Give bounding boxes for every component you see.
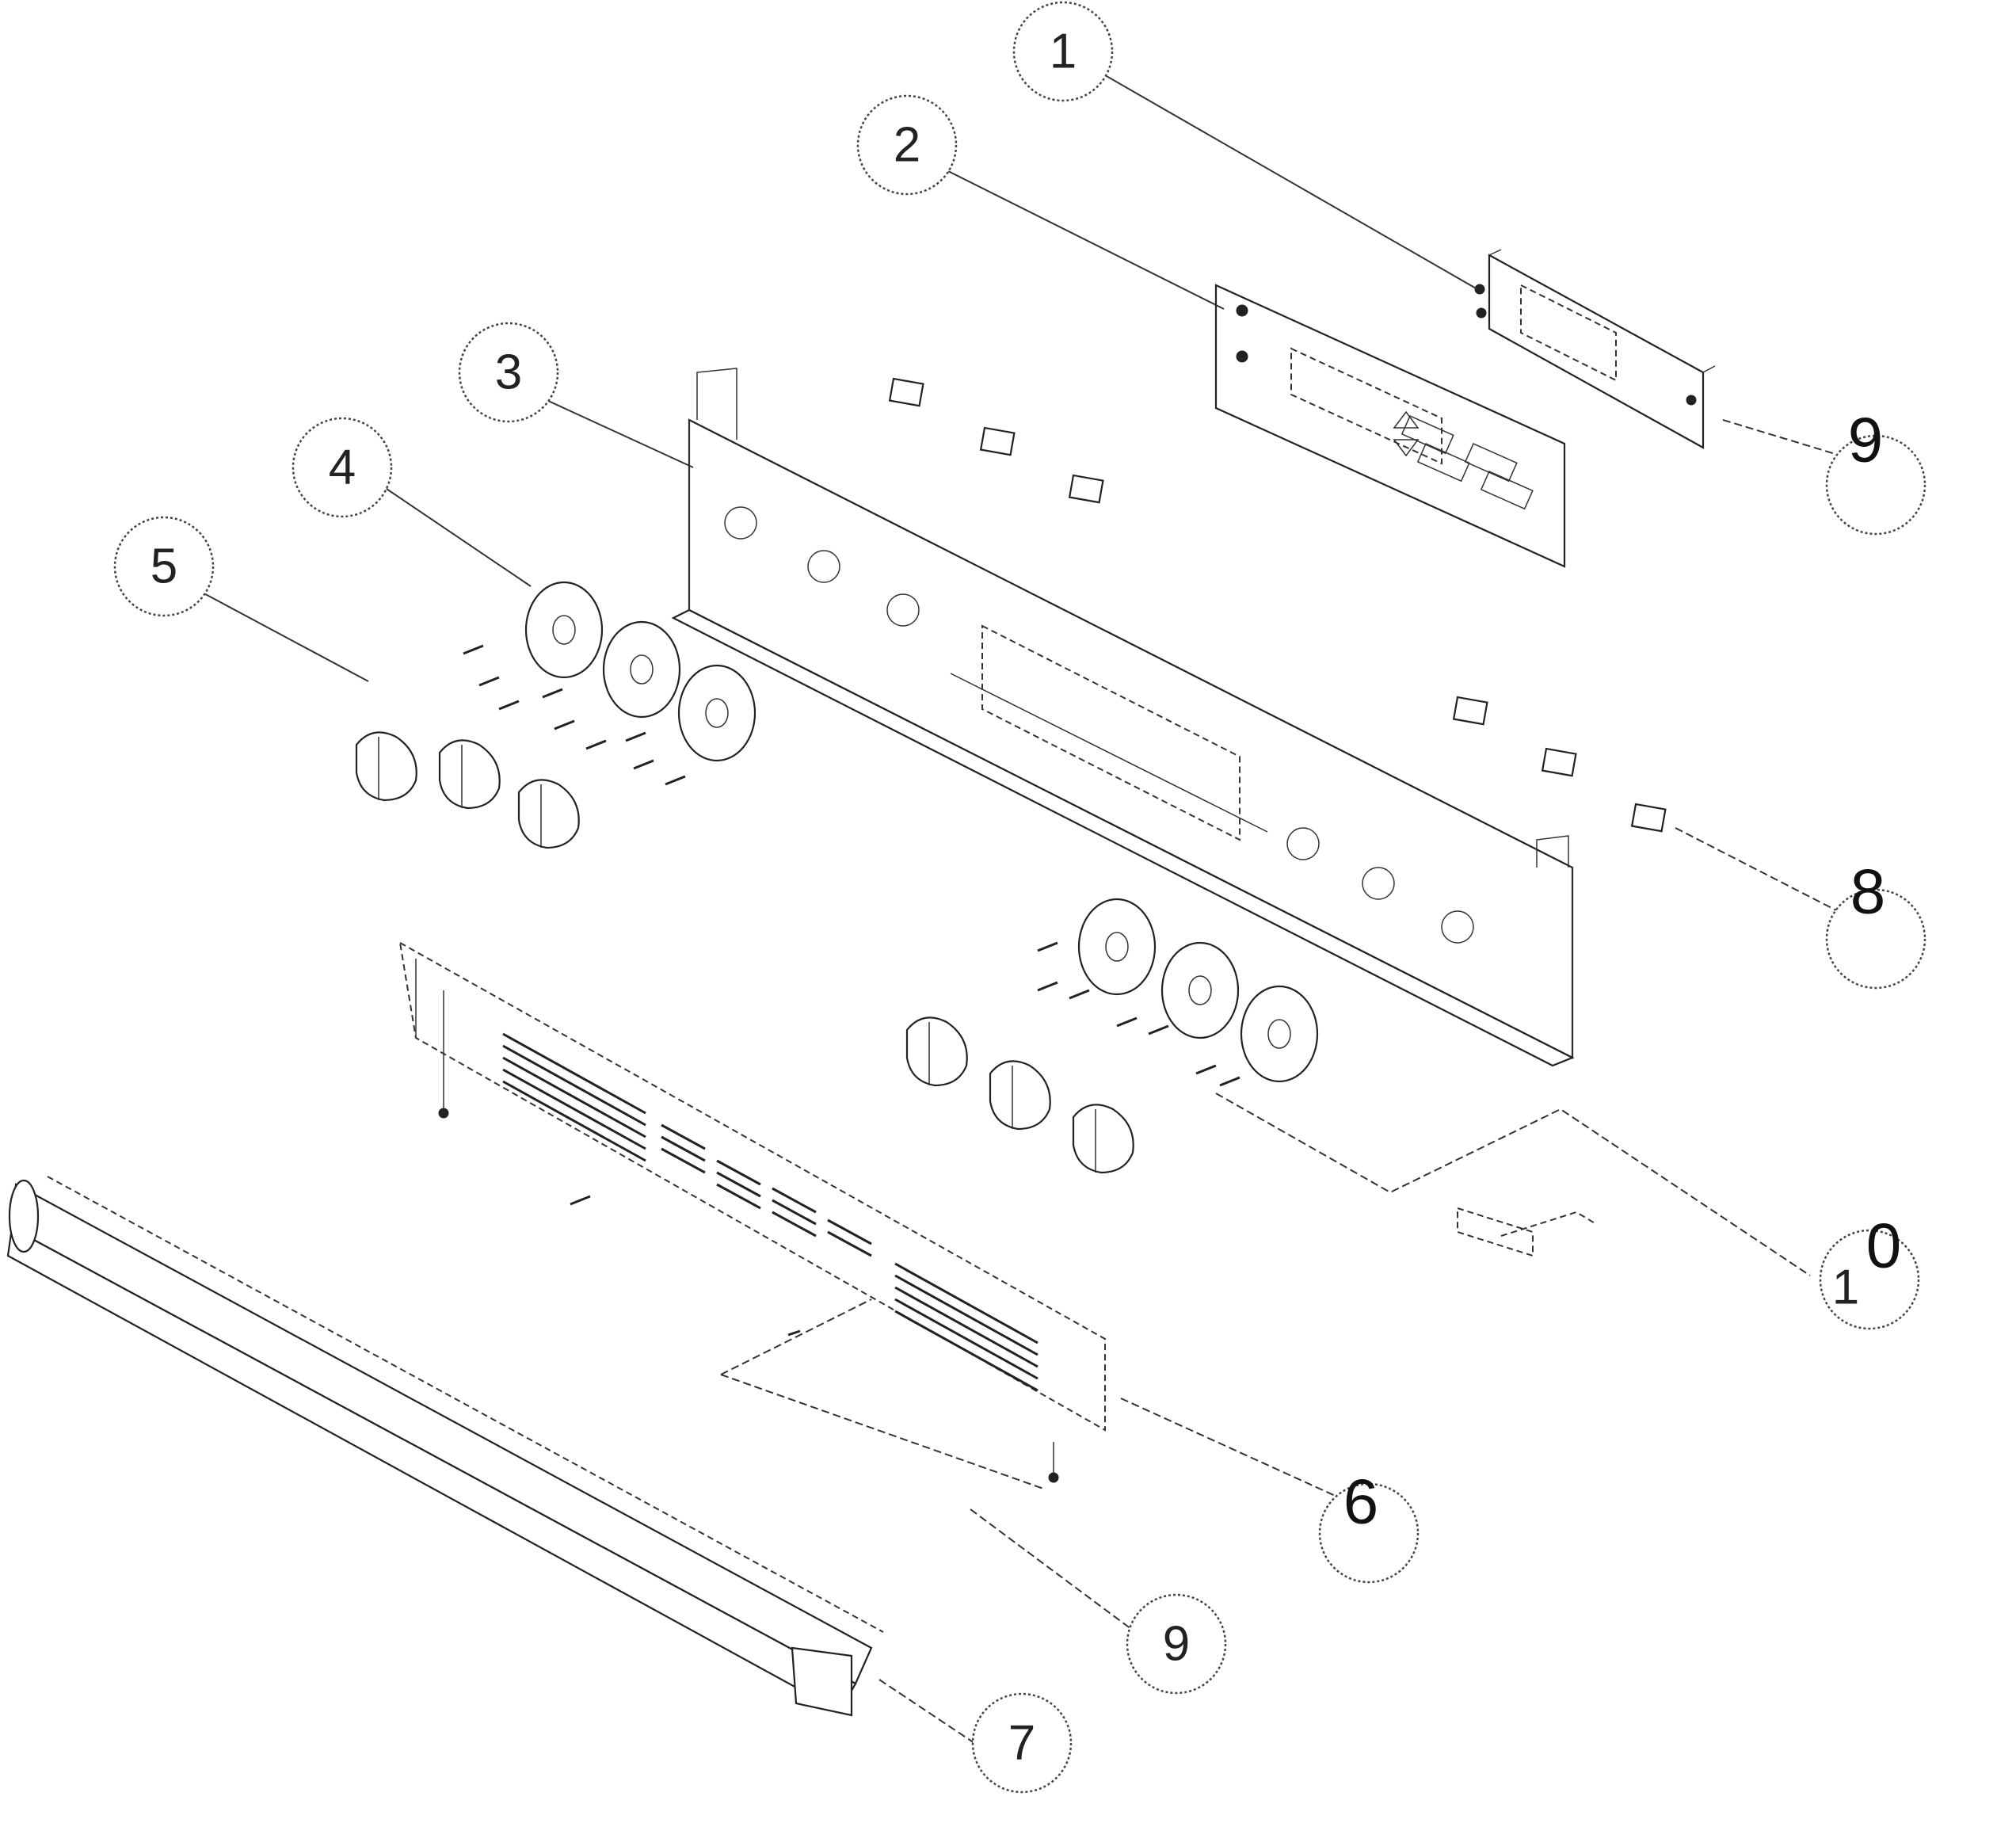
- control-panel-overlay-part: [1214, 284, 1566, 568]
- bezel-screws-left: [463, 644, 686, 786]
- callout-1: 1: [1012, 1, 1114, 102]
- svg-text:6: 6: [1343, 1466, 1379, 1537]
- leader-lines: [197, 74, 1854, 1744]
- bracket-part: [1457, 1207, 1597, 1257]
- knob-group-right: [905, 1016, 1134, 1174]
- knob-bezel-group-left: [524, 581, 756, 762]
- callout-9-upper: 9: [1825, 405, 1926, 536]
- callout-8: 8: [1825, 856, 1926, 990]
- callout-9-lower: 9: [1126, 1593, 1227, 1695]
- svg-text:9: 9: [1848, 405, 1884, 475]
- svg-text:1: 1: [1832, 1260, 1859, 1315]
- main-control-panel-part: [671, 368, 1575, 1067]
- switch-set-lower: [1452, 696, 1667, 833]
- svg-text:7: 7: [1008, 1716, 1035, 1771]
- vent-mounting-screws: [720, 1299, 1059, 1490]
- knob-bezel-group-right: [1077, 898, 1319, 1083]
- callout-2: 2: [856, 94, 958, 196]
- callout-3: 3: [458, 322, 559, 423]
- switch-set-upper: [888, 377, 1104, 504]
- bezel-screws-right: [1037, 941, 1240, 1087]
- callout-7: 7: [971, 1692, 1073, 1794]
- trim-rail-part: [6, 1176, 884, 1717]
- svg-text:4: 4: [329, 440, 356, 495]
- knob-group-left: [355, 731, 580, 849]
- callout-10: 1 0: [1819, 1211, 1920, 1330]
- callout-6: 6: [1318, 1466, 1420, 1584]
- callout-4: 4: [292, 417, 393, 518]
- svg-text:1: 1: [1050, 25, 1077, 79]
- svg-text:0: 0: [1866, 1211, 1902, 1281]
- svg-text:8: 8: [1850, 856, 1886, 927]
- svg-text:5: 5: [151, 540, 177, 594]
- callout-5: 5: [113, 516, 215, 617]
- svg-text:2: 2: [894, 118, 920, 173]
- svg-text:9: 9: [1163, 1617, 1190, 1672]
- vent-panel-part: [398, 941, 1106, 1432]
- control-board-part: [1474, 249, 1716, 449]
- svg-text:3: 3: [495, 345, 522, 400]
